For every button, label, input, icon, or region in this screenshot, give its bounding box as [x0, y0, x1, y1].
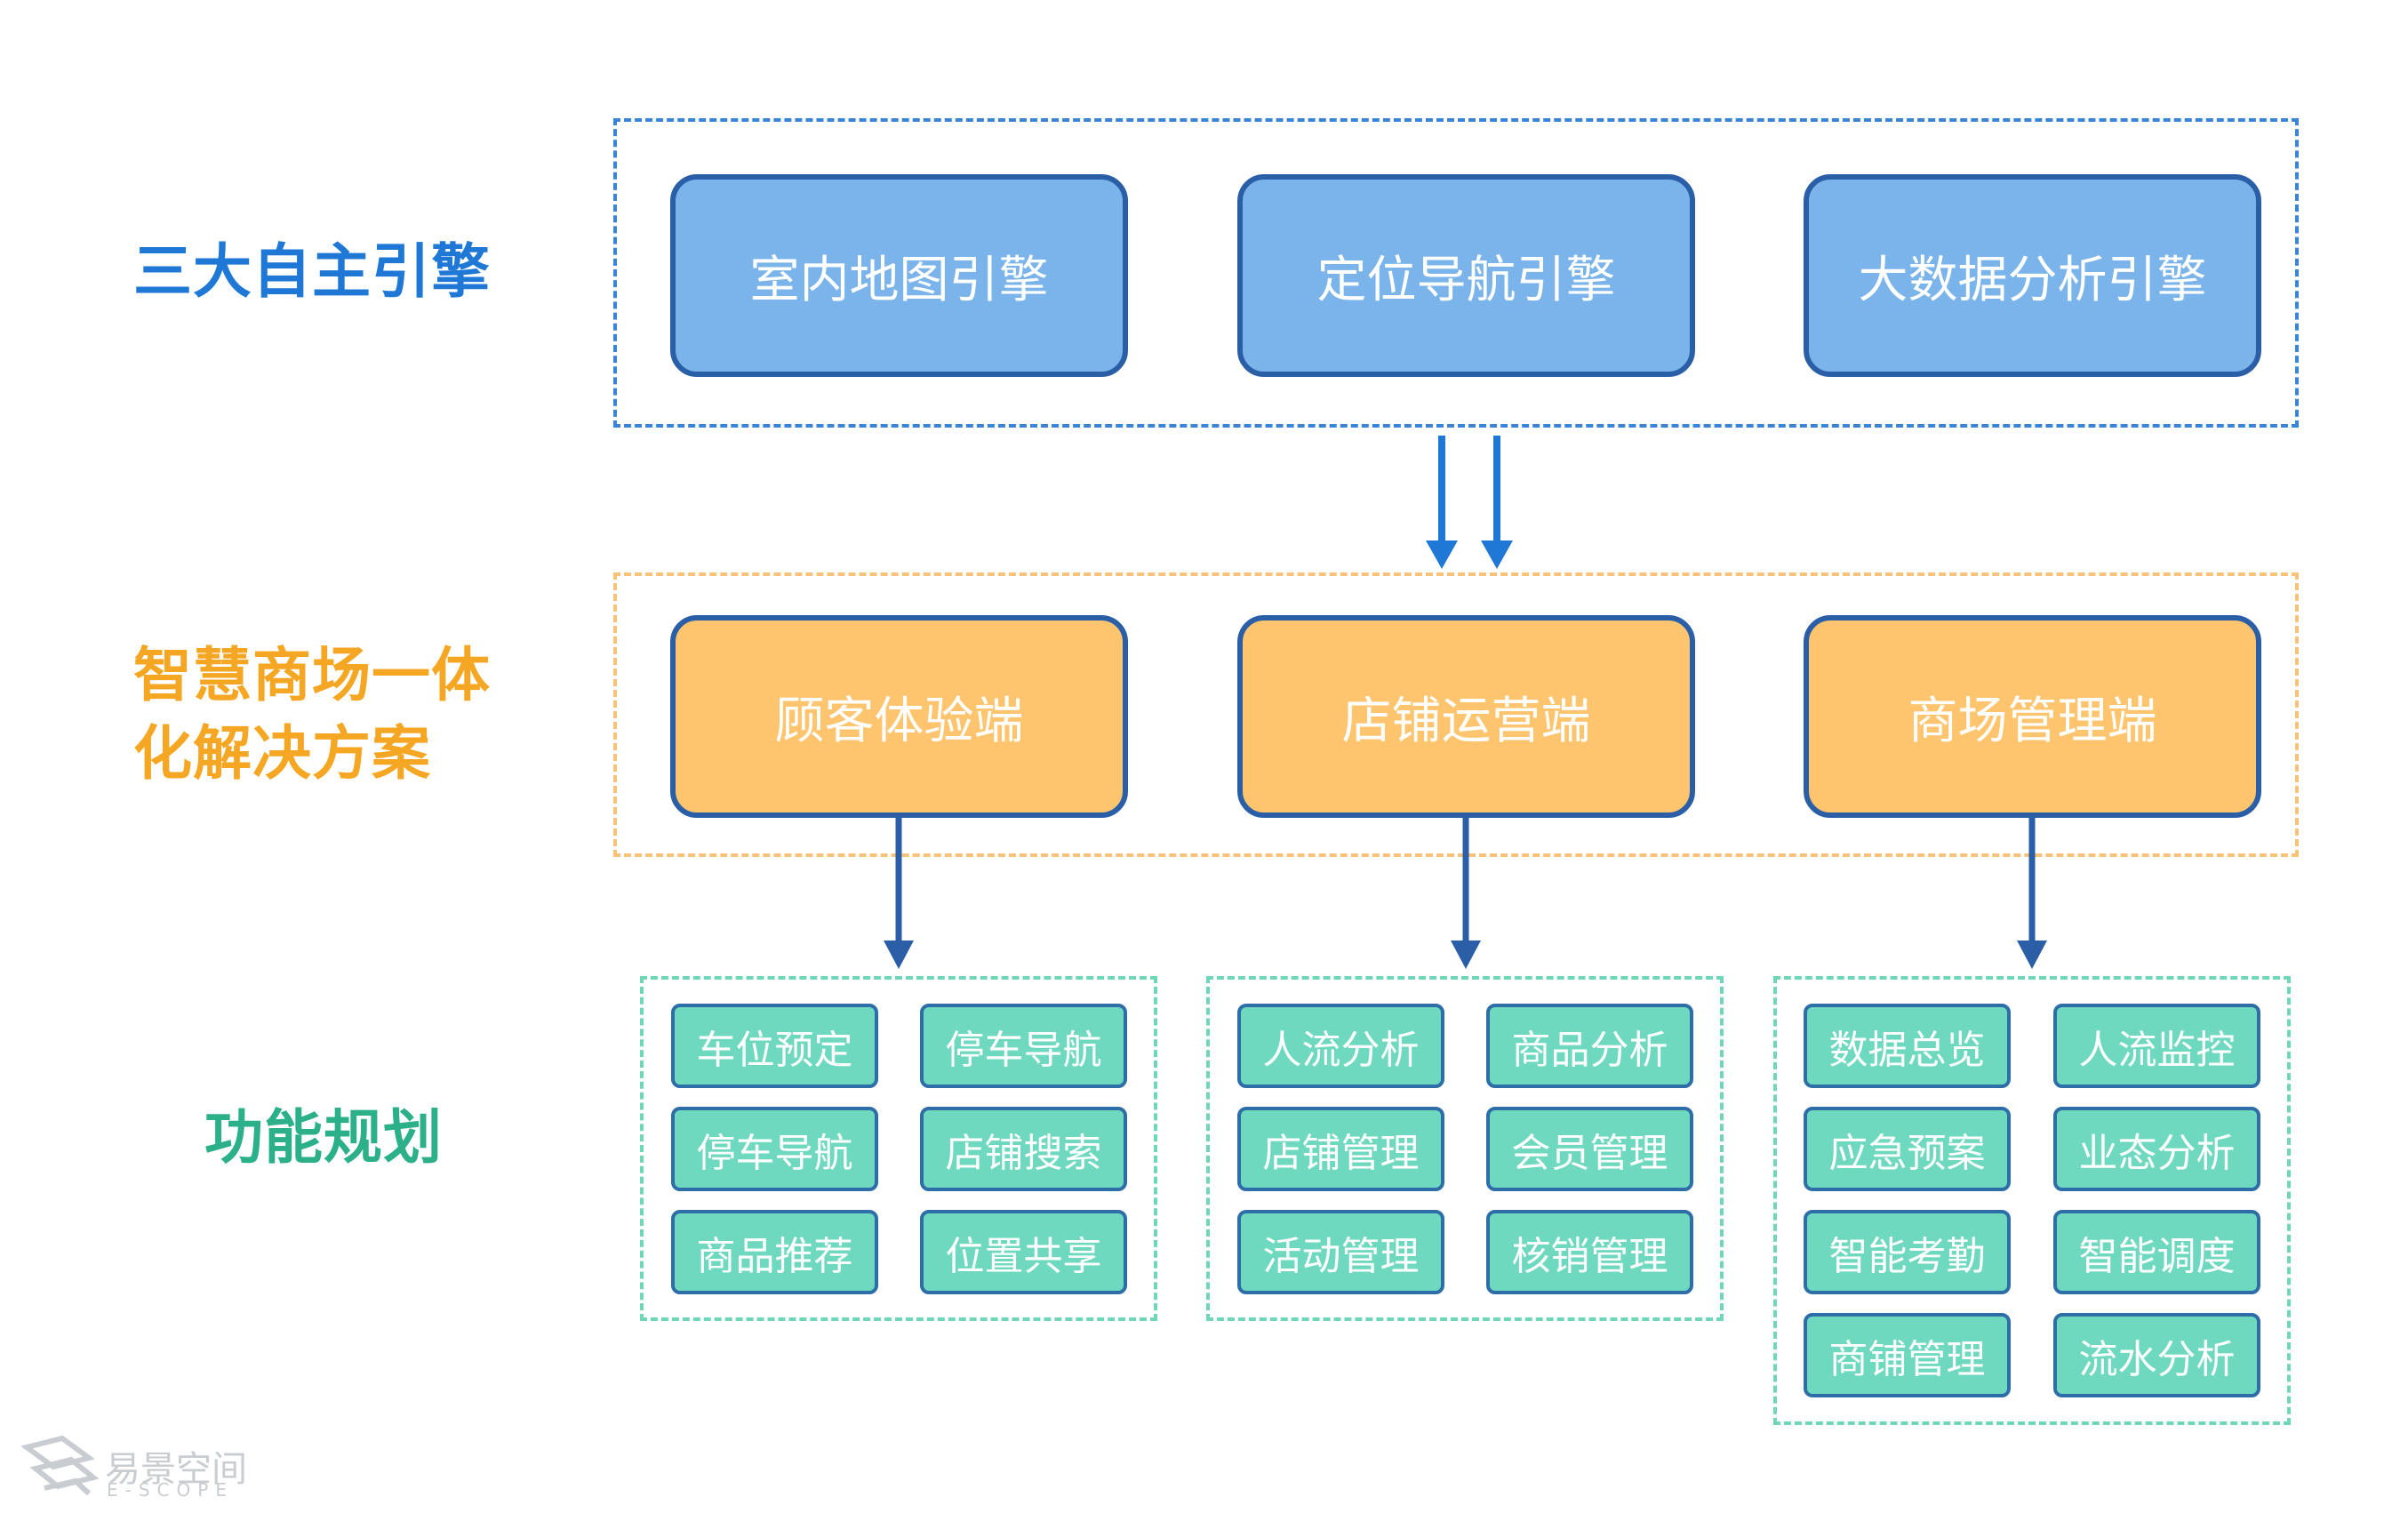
function-item: 智能调度	[2053, 1210, 2260, 1294]
engine-indoor-map: 室内地图引擎	[670, 174, 1128, 377]
down-arrow-icon	[884, 818, 914, 969]
terminal-store-operation: 店铺运营端	[1237, 615, 1695, 818]
function-item: 商品分析	[1486, 1004, 1693, 1088]
function-item: 人流分析	[1237, 1004, 1444, 1088]
function-item: 应急预案	[1804, 1107, 2011, 1191]
functions-group-frame-1	[640, 976, 1157, 1321]
engine-positioning-navigation: 定位导航引擎	[1237, 174, 1695, 377]
function-item: 店铺搜索	[920, 1107, 1127, 1191]
function-item: 商铺管理	[1804, 1313, 2011, 1397]
engines-group-frame	[613, 118, 2299, 428]
function-item: 店铺管理	[1237, 1107, 1444, 1191]
section-label-functions: 功能规划	[204, 1103, 443, 1172]
double-down-arrow-icon	[1426, 436, 1513, 569]
function-item: 活动管理	[1237, 1210, 1444, 1294]
section-label-solution: 智慧商场一体化解决方案	[133, 641, 491, 788]
terminal-mall-management: 商场管理端	[1804, 615, 2261, 818]
function-item: 人流监控	[2053, 1004, 2260, 1088]
terminal-customer: 顾客体验端	[670, 615, 1128, 818]
engine-big-data-analysis: 大数据分析引擎	[1804, 174, 2261, 377]
functions-group-frame-2	[1206, 976, 1724, 1321]
function-item: 商品推荐	[671, 1210, 878, 1294]
function-item: 核销管理	[1486, 1210, 1693, 1294]
function-item: 流水分析	[2053, 1313, 2260, 1397]
function-item: 停车导航	[920, 1004, 1127, 1088]
logo-name: 易景空间	[105, 1449, 247, 1490]
function-item: 会员管理	[1486, 1107, 1693, 1191]
functions-group-frame-3	[1773, 976, 2291, 1425]
solution-group-frame	[613, 572, 2299, 857]
logo-mark-icon	[20, 1435, 100, 1496]
down-arrow-icon	[1451, 818, 1481, 969]
down-arrow-icon	[2017, 818, 2047, 969]
function-item: 智能考勤	[1804, 1210, 2011, 1294]
function-item: 位置共享	[920, 1210, 1127, 1294]
function-item: 数据总览	[1804, 1004, 2011, 1088]
function-item: 业态分析	[2053, 1107, 2260, 1191]
logo-subtitle: E-SCOPE	[107, 1479, 234, 1501]
function-item: 车位预定	[671, 1004, 878, 1088]
section-label-engines: 三大自主引擎	[133, 237, 491, 306]
function-item: 停车导航	[671, 1107, 878, 1191]
